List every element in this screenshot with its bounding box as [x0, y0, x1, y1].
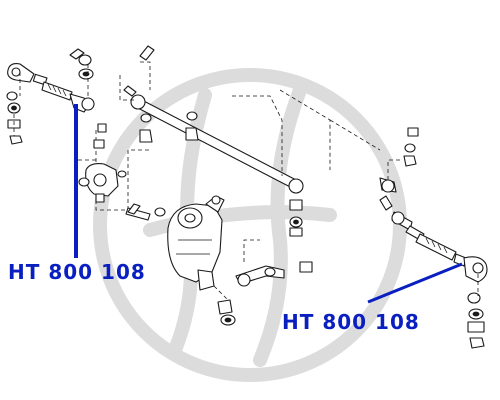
steering-gear-box	[127, 195, 229, 322]
left-part-number-label: HT 800 108	[8, 260, 146, 284]
right-part-number-label: HT 800 108	[282, 310, 420, 334]
left-tie-rod-assembly	[6, 48, 95, 145]
pitman-arm	[217, 239, 313, 326]
center-link	[119, 45, 381, 237]
idler-arm-assembly	[75, 123, 166, 221]
right-tie-rod-assembly	[379, 127, 488, 349]
right-leader-line	[367, 262, 463, 304]
